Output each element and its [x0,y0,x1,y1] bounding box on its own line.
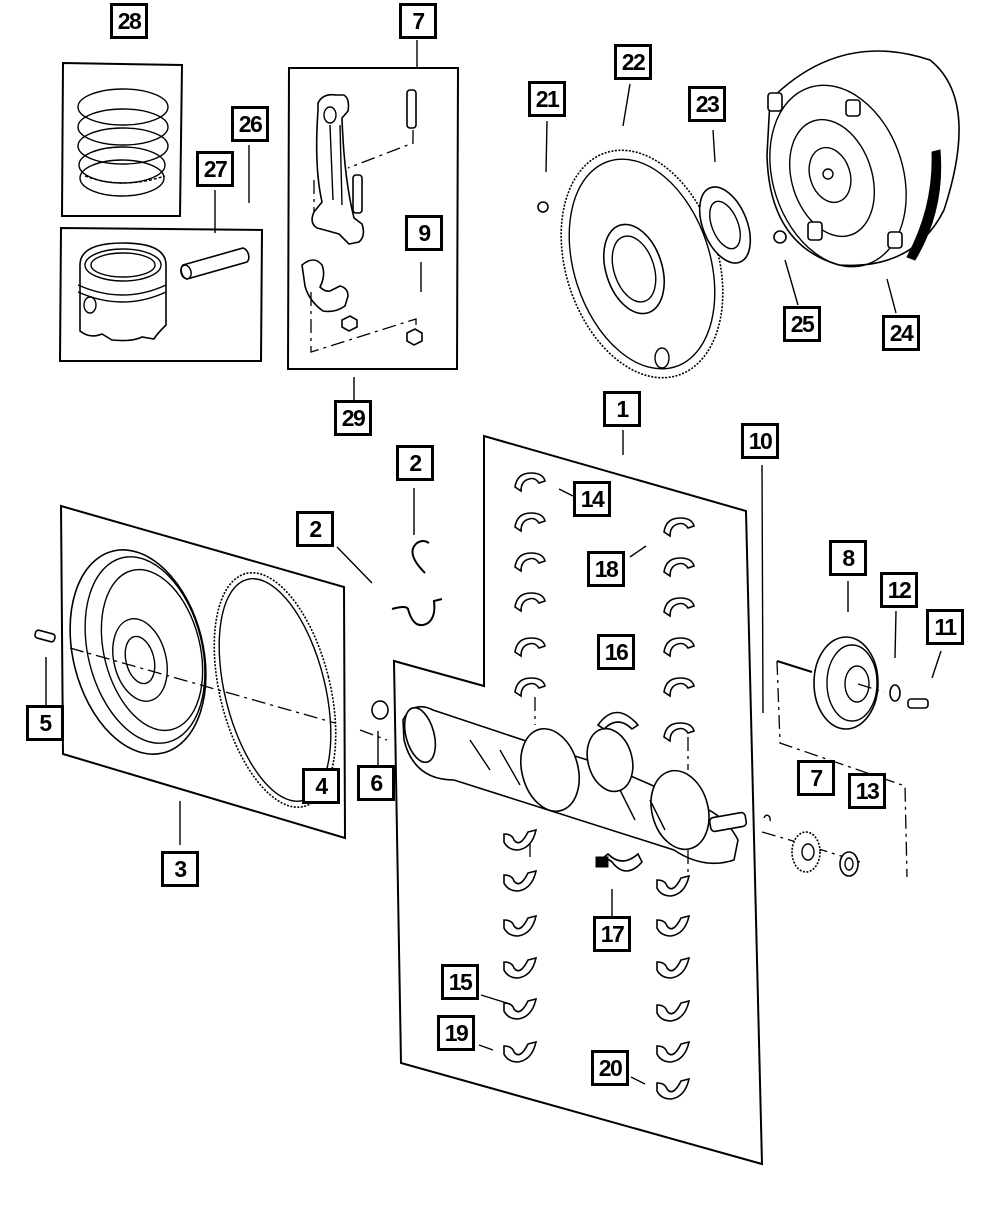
lower-bearing-shell [656,1040,691,1063]
lower-bearing-shell [656,1077,691,1100]
crankshaft-bearing-group [392,430,764,1166]
piston-illustration [77,242,167,342]
callout-20[interactable]: 19 [437,1015,475,1051]
torque-converter-illustration [766,50,960,268]
flywheel-group [34,504,347,845]
callout-28[interactable]: 27 [196,151,234,187]
callout-24[interactable]: 23 [688,86,726,122]
callout-5[interactable]: 5 [26,705,64,741]
callout-2-upper[interactable]: 2 [396,445,434,481]
callout-16[interactable]: 15 [441,964,479,1000]
spacer-plate-illustration [698,186,752,264]
lower-bearing-shell [656,874,691,897]
piston-group [58,190,264,362]
thrust-bearing-illustration [595,711,643,872]
callout-17[interactable]: 16 [597,634,635,670]
upper-bearing-shell [514,552,546,573]
upper-bearing-shell [663,597,695,618]
upper-bearing-shell [514,592,546,613]
callout-30[interactable]: 29 [334,400,372,436]
sprocket-washer-illustration [839,851,859,877]
lower-bearing-shell [656,914,691,937]
piston-rings-illustration [77,88,169,197]
upper-bearing-shell [514,637,546,658]
front-drive-group [761,464,942,878]
upper-bearing-shell [663,517,695,538]
callout-9[interactable]: 8 [829,540,867,576]
callout-19[interactable]: 18 [587,551,625,587]
piston-rings-group [60,61,184,217]
callout-13[interactable]: 12 [880,572,918,608]
lower-bearing-shell [503,869,538,892]
flexplate-group [537,83,799,379]
pilot-bushing-illustration [359,700,389,765]
callout-2-lower[interactable]: 2 [296,511,334,547]
bearing-shells [503,472,695,1100]
upper-bearing-shell [514,512,546,533]
upper-bearing-shell [663,637,695,658]
connecting-rod-group [286,40,460,400]
callout-11[interactable]: 10 [741,423,779,459]
lower-bearing-shell [656,956,691,979]
callout-27[interactable]: 26 [231,106,269,142]
callout-18[interactable]: 17 [593,916,631,952]
crankshaft-illustration [402,705,748,865]
callout-4[interactable]: 4 [302,768,340,804]
flexplate-illustration [560,149,724,379]
lower-bearing-shell [656,999,691,1022]
upper-bearing-shell [514,677,546,698]
lower-bearing-shell [503,828,538,851]
flywheel-illustration [69,549,207,755]
vibration-damper-illustration [813,636,879,730]
piston-pin-illustration [180,247,250,280]
rod-cap-illustration [301,259,423,353]
callout-25[interactable]: 24 [882,315,920,351]
flywheel-bolt-illustration [34,629,56,643]
timing-sprocket-illustration [791,831,821,873]
upper-bearing-shell [514,472,546,493]
callout-29[interactable]: 28 [110,3,148,39]
rear-main-seal-illustration [336,488,443,627]
upper-bearing-shell [663,677,695,698]
lower-bearing-shell [503,956,538,979]
callout-22[interactable]: 21 [528,81,566,117]
callout-21[interactable]: 20 [591,1050,629,1086]
callout-10[interactable]: 9 [405,215,443,251]
lower-bearing-shell [503,997,538,1020]
upper-bearing-shell [663,722,695,743]
connecting-rod-illustration [311,93,365,245]
callout-26[interactable]: 25 [783,306,821,342]
callout-14[interactable]: 13 [848,773,886,809]
callout-7[interactable]: 7 [399,3,437,39]
callout-12[interactable]: 11 [926,609,964,645]
callout-6[interactable]: 6 [357,765,395,801]
callout-3[interactable]: 3 [161,851,199,887]
lower-bearing-shell [503,914,538,937]
lower-bearing-shell [503,1040,538,1063]
rod-bolt-illustration [313,89,417,214]
callout-8[interactable]: 7 [797,760,835,796]
torque-converter-group [766,50,960,314]
callout-1[interactable]: 1 [603,391,641,427]
callout-23[interactable]: 22 [614,44,652,80]
callout-15[interactable]: 14 [573,481,611,517]
upper-bearing-shell [663,557,695,578]
